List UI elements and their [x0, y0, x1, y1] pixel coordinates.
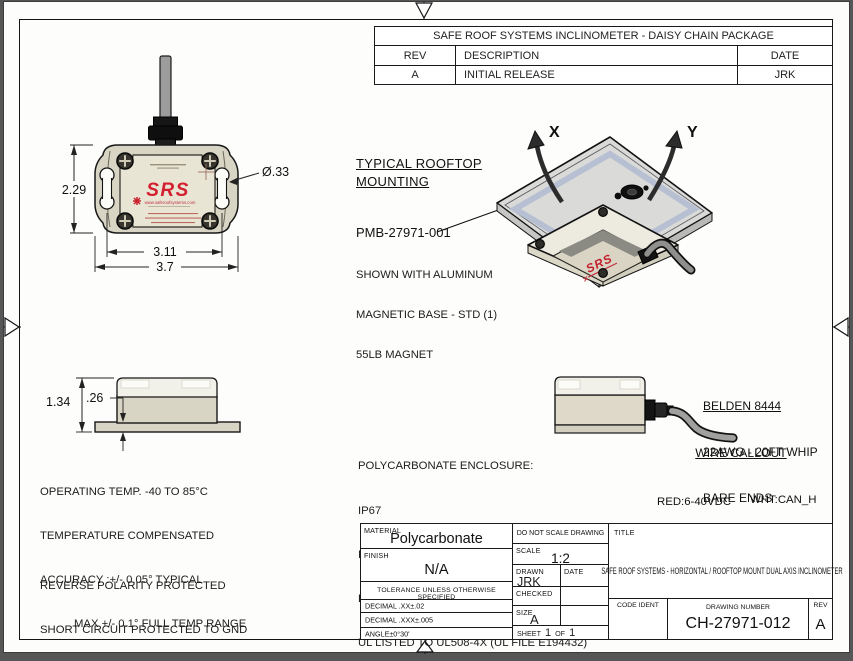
checked-cell: CHECKED [512, 586, 561, 606]
fold-mark-bottom [415, 639, 435, 654]
rev-cell: REV A [808, 598, 833, 640]
revision-col-header-date: DATE [737, 45, 833, 66]
revision-row-description: INITIAL RELEASE [455, 65, 738, 85]
axis-y-arrow [647, 145, 677, 202]
drawing-title: SAFE ROOF SYSTEMS - HORIZONTAL / ROOFTOP… [600, 566, 843, 577]
tolerance-angle-cell: ANGLE±0°30' [360, 627, 513, 640]
tolerance-decimal3-cell: DECIMAL .XXX±.005 [360, 612, 513, 628]
drawing-number-value: CH-27971-012 [685, 615, 791, 632]
iso-gland-knob [614, 184, 649, 200]
brand-url: www.saferoofsystems.com [145, 200, 196, 205]
title-block: MATERIAL Polycarbonate FINISH N/A TOLERA… [360, 523, 842, 640]
side-view-drawing: 1.34 .26 [46, 377, 241, 451]
cable-cord [159, 55, 172, 123]
size-extra-cell [560, 605, 609, 626]
tolerance-decimal2-cell: DECIMAL .XX±.02 [360, 599, 513, 613]
size-cell: SIZE A [512, 605, 561, 627]
mounting-slot-left [99, 167, 115, 210]
title-cell: TITLE SAFE ROOF SYSTEMS - HORIZONTAL / R… [601, 523, 842, 599]
spec-performance: OPERATING TEMP. -40 TO 85°C TEMPERATURE … [40, 486, 247, 630]
revision-row-rev: A [374, 65, 456, 85]
drawn-cell: DRAWN JRK [512, 564, 561, 589]
cable-note: BELDEN 8444 22AWG - 20FT WHIP BARE ENDS [703, 399, 818, 505]
finish-value: N/A [424, 562, 449, 578]
checked-date-cell [560, 586, 609, 606]
dim-width-text: 3.7 [156, 260, 173, 274]
spec-protection: REVERSE POLARITY PROTECTED SHORT CIRCUIT… [40, 580, 248, 636]
part-number-label: PMB-27971-001 [356, 225, 451, 240]
brand-logo: SRS [146, 180, 190, 201]
iso-cable [644, 240, 694, 273]
pmb-leader-line [436, 208, 502, 233]
revision-col-header-description: DESCRIPTION [455, 45, 738, 66]
fold-mark-top [415, 2, 433, 20]
tolerance-header-cell: TOLERANCE UNLESS OTHERWISE SPECIFIED [360, 581, 513, 601]
revision-col-header-rev: REV [374, 45, 456, 66]
revision-table-title: SAFE ROOF SYSTEMS INCLINOMETER - DAISY C… [374, 26, 833, 46]
iso-view-drawing: SRS X Y [436, 124, 713, 288]
revision-table: SAFE ROOF SYSTEMS INCLINOMETER - DAISY C… [374, 26, 833, 85]
rev-value: A [815, 616, 826, 633]
finish-cell: FINISH N/A [360, 548, 513, 582]
cable-view-body [554, 394, 646, 426]
scale-cell: SCALE 1:2 [512, 543, 609, 566]
iso-heading: TYPICAL ROOFTOP MOUNTING [356, 156, 482, 189]
iso-note: SHOWN WITH ALUMINUM MAGNETIC BASE - STD … [356, 268, 498, 362]
sheet-cell: SHEET 1 OF 1 [512, 625, 609, 640]
label-crosshair-icon [198, 164, 214, 180]
material-cell: MATERIAL Polycarbonate [360, 523, 513, 549]
drawn-value: JRK [517, 575, 541, 589]
axis-x-arrow [534, 145, 564, 204]
axis-y-label: Y [687, 124, 698, 141]
size-value: A [530, 612, 539, 627]
material-value: Polycarbonate [390, 531, 483, 547]
dim-base-thickness [110, 397, 124, 451]
fold-mark-right [832, 316, 849, 338]
code-ident-cell: CODE IDENT [608, 598, 668, 640]
revision-row-date: JRK [737, 65, 833, 85]
fold-mark-left [4, 316, 21, 338]
dim-base-thickness-text: .26 [86, 391, 103, 405]
dim-side-height-text: 1.34 [46, 395, 70, 409]
wire-callout-title: WIRE CALLOUT [695, 446, 787, 460]
side-view-cable-drawing [554, 376, 738, 443]
scale-value: 1:2 [551, 551, 570, 566]
dim-hole-spacing-text: 3.11 [153, 245, 176, 259]
cable-whip [669, 408, 736, 441]
drawing-number-cell: DRAWING NUMBER CH-27971-012 [667, 598, 809, 640]
dim-hole-dia-text: Ø.33 [262, 165, 289, 179]
side-body [116, 395, 218, 424]
brand-asterisk-icon [133, 197, 141, 205]
axis-x-label: X [549, 124, 560, 141]
mounting-slot-right [214, 167, 230, 210]
dim-height-text: 2.29 [62, 183, 86, 197]
do-not-scale-cell: DO NOT SCALE DRAWING [512, 523, 609, 544]
top-view-drawing: SRS www.saferoofsystems.com 2.29 [55, 55, 289, 274]
